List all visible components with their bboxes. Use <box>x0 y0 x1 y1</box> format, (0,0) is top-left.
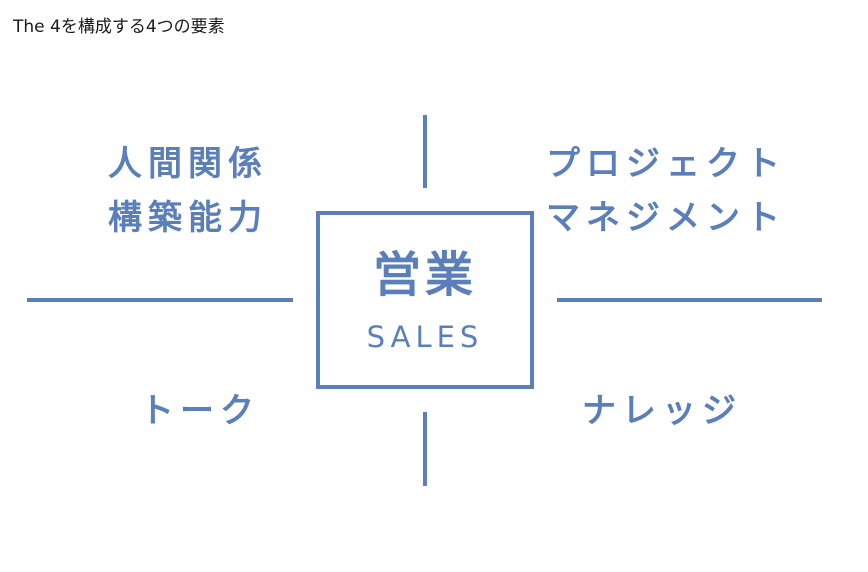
quadrant-bottom-left: トーク <box>140 384 260 438</box>
quadrant-bottom-right-line1: ナレッジ <box>582 391 742 431</box>
quadrant-top-left-line2: 構築能力 <box>108 198 268 238</box>
quadrant-top-left: 人間関係 構築能力 <box>108 137 268 245</box>
center-sub-label: SALES <box>366 320 484 354</box>
divider-left <box>27 298 293 302</box>
quadrant-top-left-line1: 人間関係 <box>108 144 268 184</box>
quadrant-top-right-line1: プロジェクト <box>546 144 786 184</box>
quadrant-top-right-line2: マネジメント <box>546 198 786 238</box>
center-main-label: 営業 <box>372 247 477 303</box>
quadrant-bottom-right: ナレッジ <box>582 384 742 438</box>
divider-right <box>557 298 822 302</box>
divider-bottom <box>423 412 427 486</box>
divider-top <box>423 115 427 188</box>
center-box: 営業 SALES <box>316 211 534 389</box>
page-title: The 4を構成する4つの要素 <box>13 17 225 37</box>
quadrant-bottom-left-line1: トーク <box>140 391 260 431</box>
quadrant-top-right: プロジェクト マネジメント <box>546 137 786 245</box>
